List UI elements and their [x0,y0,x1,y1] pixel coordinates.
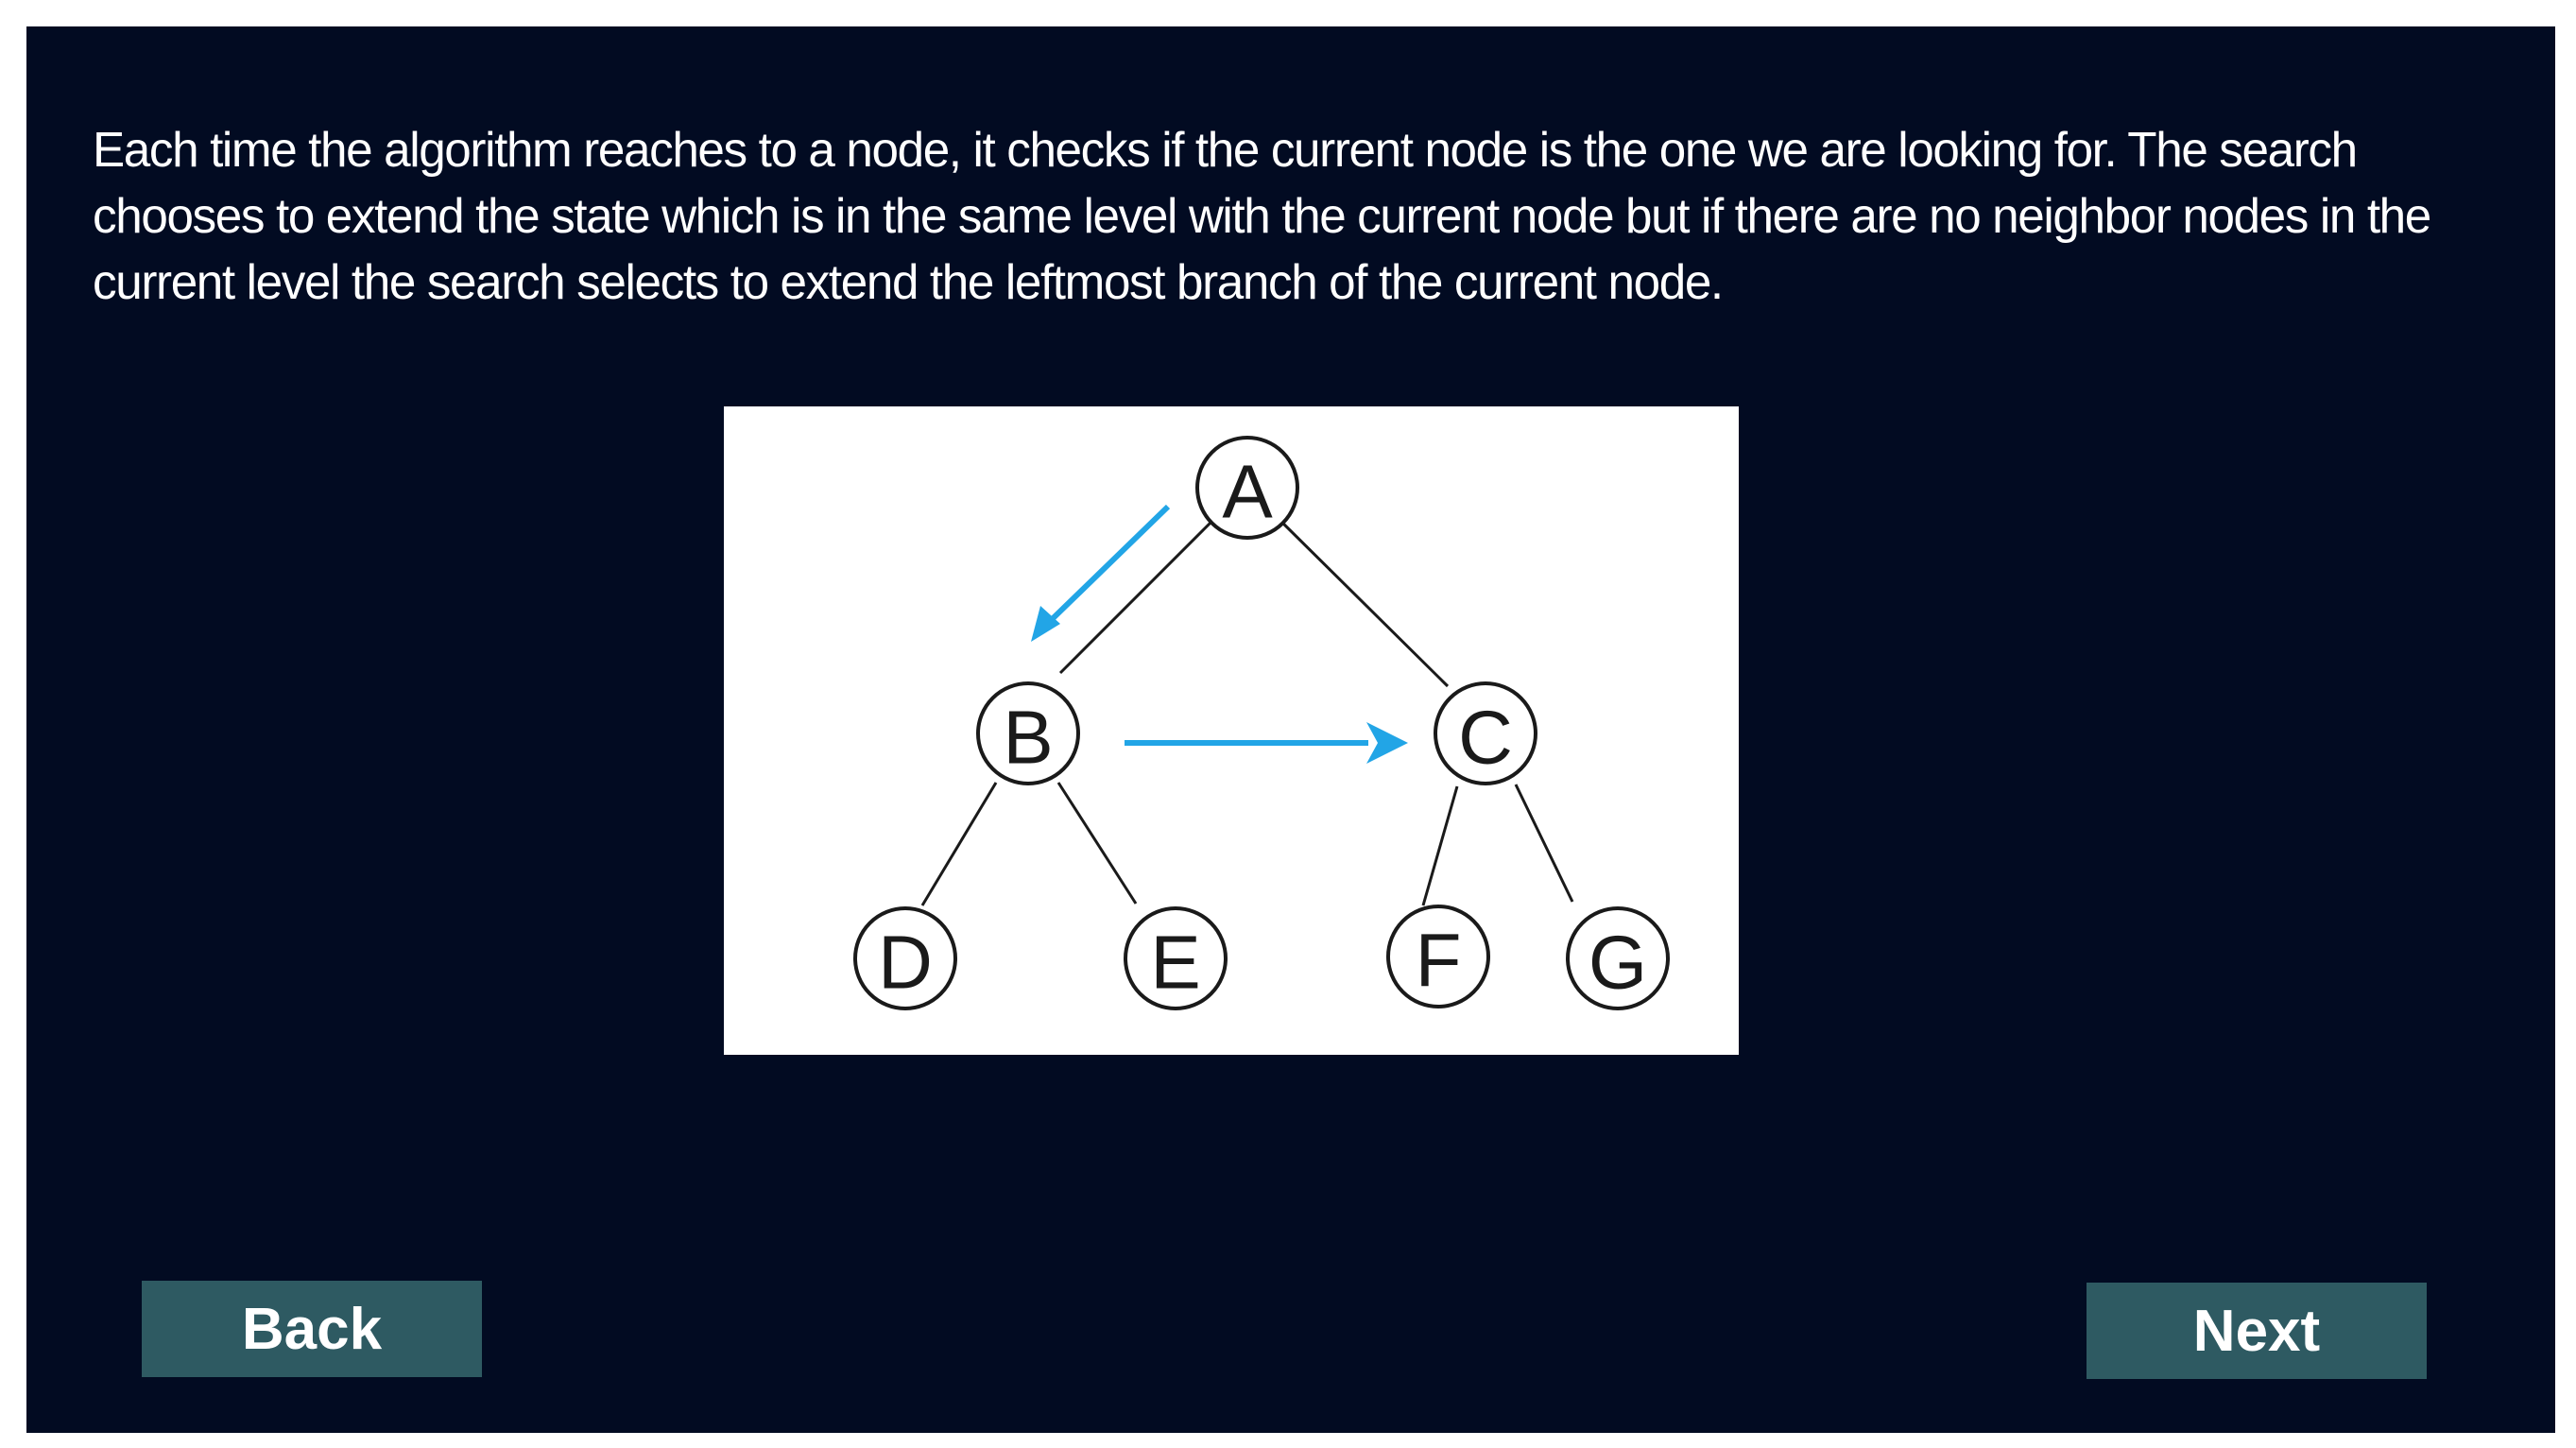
edge-a-b [1058,516,1217,675]
node-e-label: E [1150,921,1200,1005]
node-b-label: B [1003,696,1053,780]
node-g-label: G [1589,921,1647,1005]
edge-c-g [1514,784,1574,903]
node-f-label: F [1416,919,1462,1003]
edge-a-c [1274,514,1450,688]
edge-b-d [920,782,998,906]
node-f: F [1386,905,1490,1008]
tree-diagram-svg: A B C D E F G [853,436,1670,1010]
edge-c-f [1421,785,1459,906]
node-b: B [976,681,1080,785]
arrow-a-to-b-line [1037,504,1171,634]
node-g: G [1566,906,1670,1010]
tutorial-slide: Each time the algorithm reaches to a nod… [26,26,2555,1433]
node-e: E [1124,906,1228,1010]
node-c-label: C [1458,696,1513,780]
next-button[interactable]: Next [2087,1283,2427,1379]
node-d: D [853,906,957,1010]
node-d-label: D [878,921,933,1005]
node-a-label: A [1222,450,1273,534]
node-a: A [1195,436,1299,540]
tree-diagram: A B C D E F G [724,406,1739,1055]
arrow-b-to-c-head [1366,722,1408,764]
arrow-a-to-b-head [1031,606,1060,642]
back-button[interactable]: Back [142,1281,482,1377]
node-c: C [1434,681,1537,785]
edge-b-e [1056,782,1138,905]
slide-description: Each time the algorithm reaches to a nod… [93,123,2431,310]
